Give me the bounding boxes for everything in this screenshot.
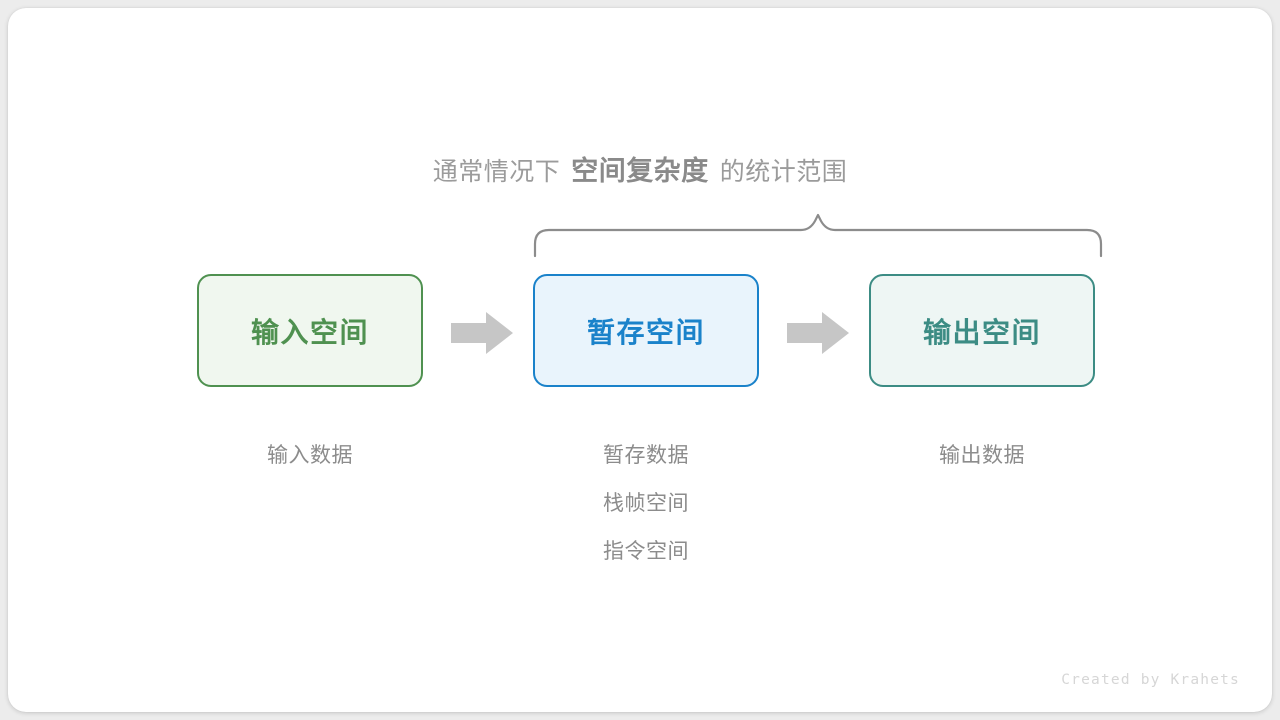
credit-text: Created by Krahets xyxy=(1061,672,1240,688)
space-box-temp[interactable]: 暂存空间 xyxy=(533,274,759,387)
space-box-input[interactable]: 输入空间 xyxy=(197,274,423,387)
sublabel-item: 暂存数据 xyxy=(603,444,689,467)
sublabel-item: 输入数据 xyxy=(267,444,353,467)
arrow-right-icon-1 xyxy=(451,312,513,354)
sublabel-item: 输出数据 xyxy=(939,444,1025,467)
sublabels-temp: 暂存数据 栈帧空间 指令空间 xyxy=(533,432,759,576)
scope-caption: 通常情况下空间复杂度的统计范围 xyxy=(8,158,1272,185)
caption-emphasis: 空间复杂度 xyxy=(571,156,709,186)
sublabel-item: 指令空间 xyxy=(603,540,689,563)
sublabels-input: 输入数据 xyxy=(197,432,423,480)
scope-brace-icon xyxy=(533,213,1103,258)
caption-suffix: 的统计范围 xyxy=(719,158,848,186)
space-box-output-label: 输出空间 xyxy=(922,316,1041,348)
space-box-input-label: 输入空间 xyxy=(250,316,369,348)
space-box-temp-label: 暂存空间 xyxy=(586,316,705,348)
space-box-output[interactable]: 输出空间 xyxy=(869,274,1095,387)
caption-prefix: 通常情况下 xyxy=(432,158,561,186)
sublabel-item: 栈帧空间 xyxy=(603,492,689,515)
sublabels-output: 输出数据 xyxy=(869,432,1095,480)
arrow-right-icon-2 xyxy=(787,312,849,354)
diagram-canvas: 通常情况下空间复杂度的统计范围 输入空间 暂存空间 输出空间 输入数据 暂存数据… xyxy=(8,8,1272,712)
